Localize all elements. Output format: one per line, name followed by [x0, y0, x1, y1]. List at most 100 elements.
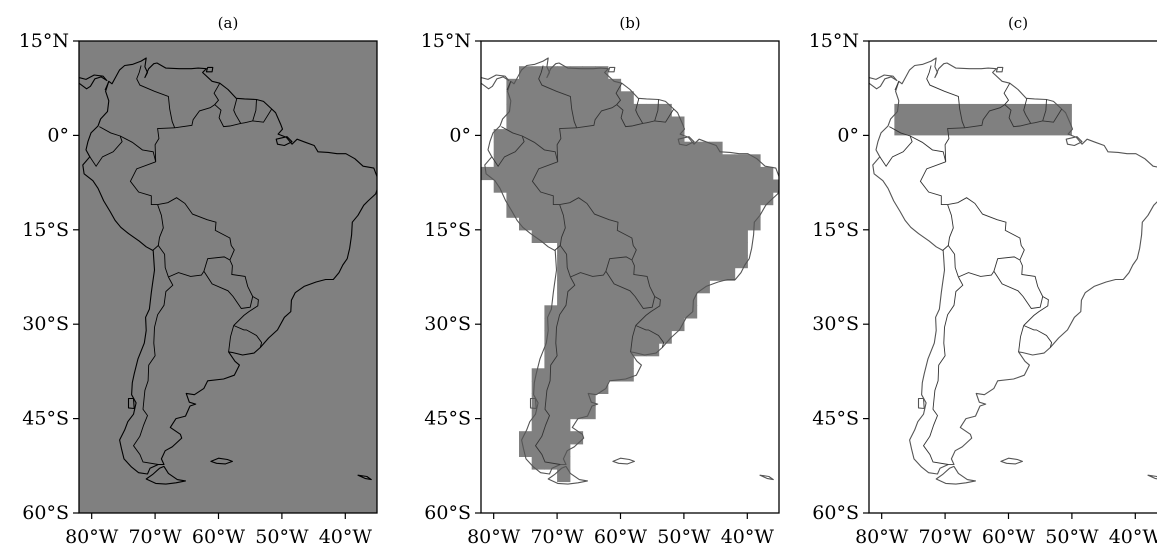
mask-cell — [607, 267, 622, 281]
mask-cell — [531, 380, 545, 394]
mask-cell — [582, 204, 596, 218]
mask-cell — [683, 166, 698, 181]
south-america-coast — [82, 57, 377, 475]
mask-cell — [620, 343, 634, 357]
border-line — [157, 197, 235, 261]
border-line — [947, 245, 959, 278]
mask-cell — [747, 154, 761, 168]
map-area — [481, 41, 779, 513]
shaded-domain — [79, 41, 377, 513]
mask-cell — [544, 129, 558, 143]
mask-cell — [658, 154, 672, 168]
mask-cell — [544, 443, 558, 457]
mask-cell — [544, 103, 558, 118]
y-tick-label: 0° — [449, 124, 471, 146]
mask-cell — [557, 242, 571, 256]
mask-cell — [645, 217, 660, 231]
y-tick-label: 45°S — [812, 408, 859, 430]
mask-cell — [696, 141, 710, 155]
map-area — [869, 41, 1157, 513]
south-america-coast — [872, 57, 1157, 475]
mask-cell — [544, 78, 558, 92]
mask-cell — [607, 204, 622, 218]
border-line — [203, 256, 231, 272]
mask-cell — [671, 204, 685, 218]
mask-cell — [633, 154, 647, 168]
mask-cell — [607, 179, 622, 193]
mask-cell — [569, 255, 584, 269]
border-line — [1023, 98, 1035, 124]
mask-cell — [569, 129, 584, 143]
mask-cell — [531, 192, 545, 206]
panel-frame — [480, 40, 780, 514]
mask-cell — [582, 380, 596, 394]
mask-cell — [557, 431, 571, 445]
mask-cell — [595, 380, 609, 394]
mask-cell — [645, 129, 660, 143]
mask-cell — [696, 179, 710, 193]
mask-cell — [747, 166, 761, 181]
country-borders — [491, 65, 675, 465]
mask-cell — [620, 305, 634, 319]
mask-cell — [557, 343, 571, 357]
mask-cell — [557, 380, 571, 394]
mask-cell — [683, 154, 698, 168]
mask-cell — [645, 229, 660, 243]
mask-cell — [506, 192, 520, 206]
mask-cell — [544, 154, 558, 168]
mask-cell — [519, 116, 533, 130]
mask-cell — [582, 330, 596, 344]
panel-label: (c) — [1008, 14, 1028, 32]
mask-cell — [683, 229, 698, 243]
mask-cell — [506, 204, 520, 218]
mask-cell — [709, 242, 723, 256]
island-coast — [1147, 474, 1157, 480]
border-line — [1023, 325, 1053, 348]
mask-cell — [607, 355, 622, 369]
border-line — [89, 135, 123, 168]
mask-cell — [620, 280, 634, 294]
border-line — [635, 296, 661, 326]
mask-cell — [557, 141, 571, 155]
x-tick-label: 40°W — [721, 526, 775, 548]
mask-cell — [633, 255, 647, 269]
border-line — [942, 204, 954, 251]
mask-cell — [645, 154, 660, 168]
y-tick-label: 15°S — [22, 219, 69, 241]
mask-cell — [519, 129, 533, 143]
mask-cell — [582, 343, 596, 357]
mask-cell — [595, 204, 609, 218]
mask-cell — [506, 141, 520, 155]
mask-cell — [557, 443, 571, 457]
mask-cell — [569, 217, 584, 231]
mask-cell — [557, 166, 571, 181]
mask-cell — [633, 179, 647, 193]
mask-cell — [595, 154, 609, 168]
land-mask — [481, 66, 779, 483]
mask-cell — [582, 317, 596, 332]
mask-cell — [683, 267, 698, 281]
mask-cell — [519, 78, 533, 92]
mask-cell — [557, 116, 571, 130]
mask-cell — [721, 204, 736, 218]
island-coast — [481, 74, 510, 90]
mask-cell — [620, 355, 634, 369]
mask-cell — [595, 242, 609, 256]
mask-cell — [607, 154, 622, 168]
border-line — [1034, 99, 1047, 124]
mask-cell — [658, 141, 672, 155]
mask-cell — [709, 217, 723, 231]
mask-cell — [696, 280, 710, 294]
mask-cell — [582, 255, 596, 269]
mask-cell — [544, 368, 558, 382]
mask-cell — [493, 129, 507, 143]
mask-cell — [582, 305, 596, 319]
mask-cell — [607, 78, 622, 92]
mask-cell — [645, 179, 660, 193]
mask-cell — [557, 255, 571, 269]
mask-cell — [658, 103, 672, 118]
border-line — [129, 161, 158, 206]
border-line — [233, 325, 263, 348]
border-line — [229, 259, 254, 297]
